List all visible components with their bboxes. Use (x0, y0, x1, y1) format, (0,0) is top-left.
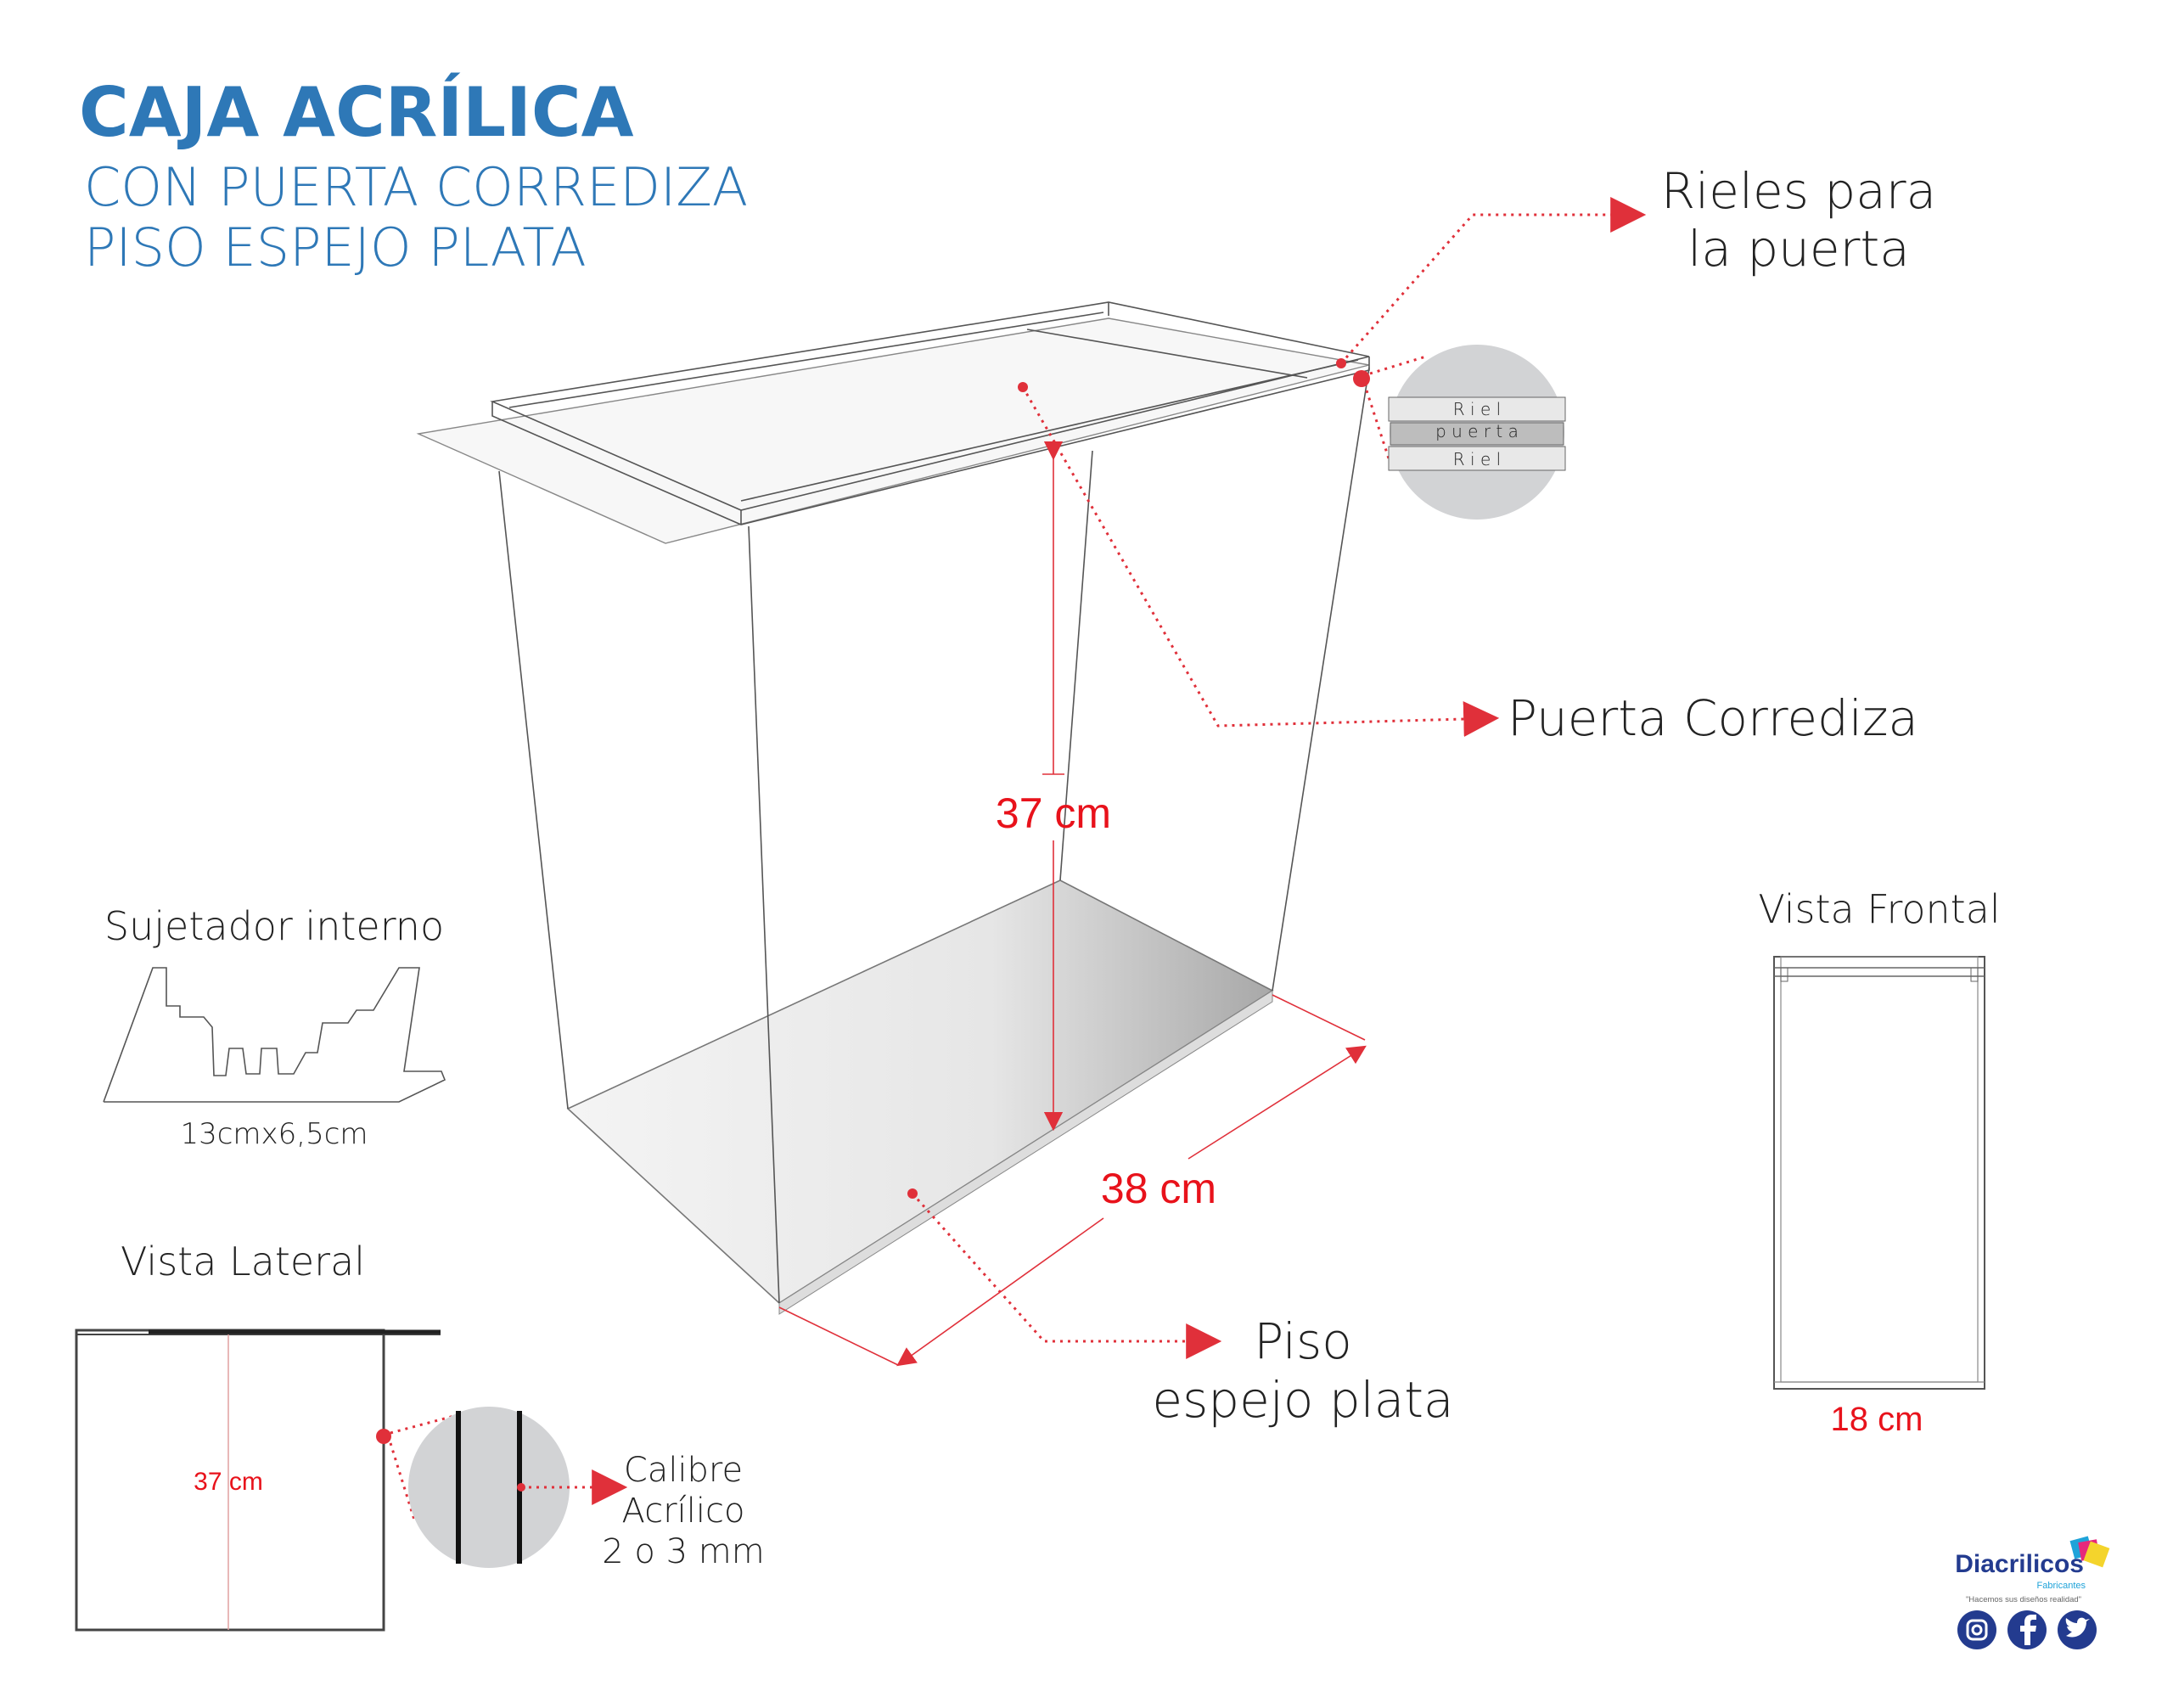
vista-lateral-section: Vista Lateral 37 cm Calibre Acrílico 2 o… (75, 1239, 765, 1632)
sujetador-size: 13cmx6,5cm (180, 1117, 368, 1151)
callout-puerta: Puerta Corrediza (1018, 382, 1918, 747)
rail-detail-circle: R i e l p u e r t a R i e l (1365, 345, 1566, 520)
calibre-line1: Calibre (624, 1451, 743, 1490)
logo-brand: Diacrilicos (1955, 1550, 2084, 1578)
calibre-line3: 2 o 3 mm (602, 1532, 764, 1571)
callout-piso: Piso espejo plata (907, 1188, 1454, 1429)
puerta-label: Puerta Corrediza (1508, 689, 1918, 747)
vista-lateral-title: Vista Lateral (121, 1239, 365, 1284)
callout-rieles: Rieles para la puerta (1336, 162, 1936, 387)
logo-slogan: "Hacemos sus diseños realidad" (1966, 1595, 2081, 1604)
title-main: CAJA ACRÍLICA (79, 72, 634, 152)
rail-top-label: R i e l (1453, 399, 1501, 419)
subtitle-line1: CON PUERTA CORREDIZA (84, 156, 748, 218)
depth-label: 38 cm (1101, 1165, 1216, 1212)
mirror-floor (566, 879, 1274, 1305)
sujetador-title: Sujetador interno (104, 903, 444, 949)
height-dimension: 37 cm (996, 441, 1111, 1132)
calibre-line2: Acrílico (622, 1492, 745, 1531)
vista-frontal-section: Vista Frontal 18 cm (1758, 886, 2000, 1438)
rail-door-label: p u e r t a (1435, 421, 1519, 441)
facebook-icon[interactable] (2007, 1610, 2047, 1649)
diacrilicos-logo: Diacrilicos Fabricantes "Hacemos sus dis… (1955, 1536, 2110, 1649)
rieles-label-2: la puerta (1687, 220, 1909, 278)
instagram-icon[interactable] (1957, 1610, 1996, 1649)
width-label: 18 cm (1831, 1401, 1923, 1438)
acrylic-box-drawing (416, 301, 1370, 1315)
twitter-icon[interactable] (2058, 1610, 2097, 1649)
calibre-detail-circle (408, 1407, 570, 1568)
piso-label-2: espejo plata (1152, 1371, 1453, 1429)
vista-frontal-title: Vista Frontal (1758, 886, 2000, 932)
subtitle-line2: PISO ESPEJO PLATA (84, 216, 587, 278)
rieles-label-1: Rieles para (1661, 162, 1936, 220)
height-label: 37 cm (996, 789, 1111, 837)
logo-sub: Fabricantes (2037, 1581, 2086, 1591)
sujetador-section: Sujetador interno 13cmx6,5cm (103, 903, 446, 1151)
rail-bottom-label: R i e l (1453, 449, 1501, 469)
lateral-height-label: 37 cm (194, 1468, 263, 1496)
piso-label-1: Piso (1254, 1312, 1352, 1370)
sliding-door (416, 317, 1370, 544)
depth-dimension: 38 cm (778, 994, 1367, 1367)
